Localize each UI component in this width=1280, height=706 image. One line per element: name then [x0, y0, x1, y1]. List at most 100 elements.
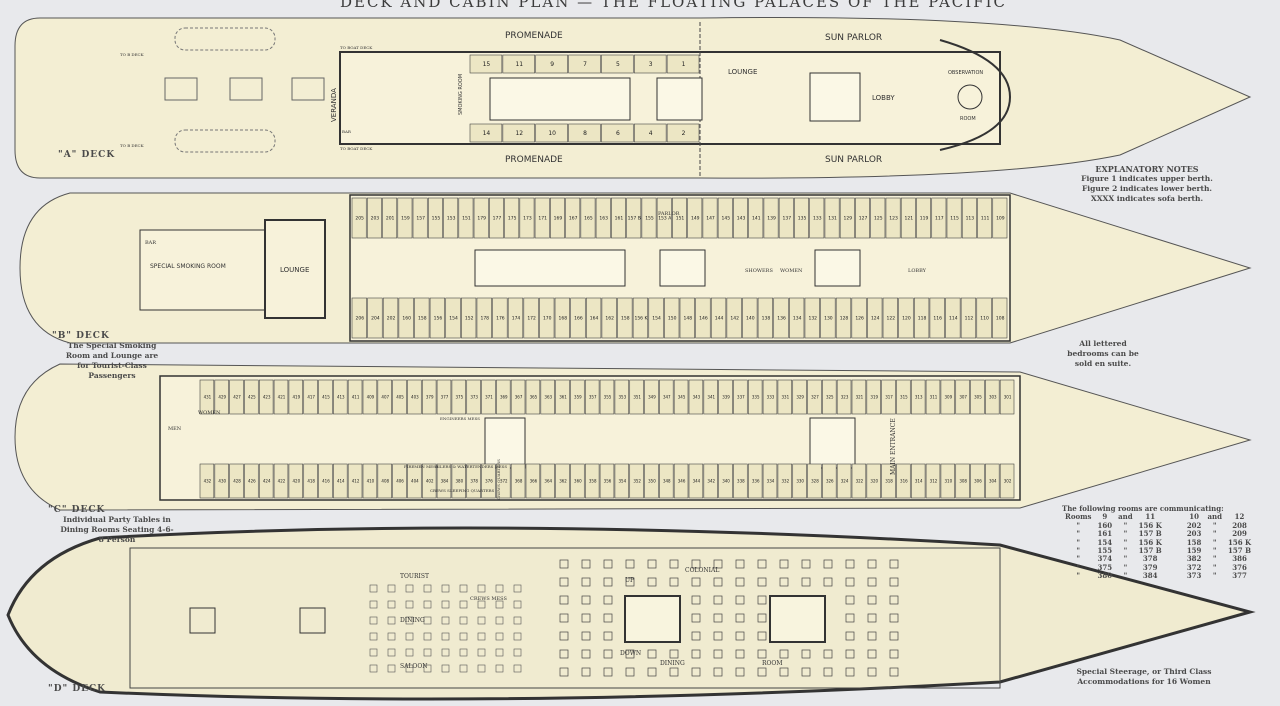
dining-table: [559, 667, 569, 677]
a-deck-caption: "A" DECK: [58, 150, 116, 160]
cabin-number: 158: [418, 316, 427, 322]
communicating-cell: 378: [1142, 554, 1158, 564]
communicating-cell: 377: [1232, 571, 1247, 581]
cabin-number: 322: [856, 478, 864, 483]
communicating-cell: 386: [1232, 554, 1247, 564]
cabin-number: 116: [933, 316, 942, 322]
cabin-number: 328: [811, 478, 819, 483]
cabin: [366, 197, 382, 239]
dining-table: [889, 595, 899, 605]
cabin-number: 131: [828, 216, 837, 222]
dining-table: [441, 600, 450, 609]
communicating-cell: ": [1212, 537, 1217, 547]
cabin-number: 112: [965, 316, 974, 322]
cabin-number: 15: [483, 61, 491, 68]
dining-table: [867, 667, 877, 677]
cabin: [807, 379, 822, 415]
cabin-number: 137: [782, 216, 791, 222]
cabin: [644, 379, 659, 415]
dining-table: [691, 667, 701, 677]
cabin-number: 9: [550, 61, 554, 68]
dining-table: [757, 631, 767, 641]
dining-table: [713, 595, 723, 605]
dining-table: [513, 632, 522, 641]
cabin-number: 316: [900, 478, 908, 483]
dining-table: [757, 649, 767, 659]
cabin-number: 178: [480, 316, 489, 322]
c-crews-quarters: CREWS QUARTERS: [496, 459, 501, 500]
dining-table: [713, 613, 723, 623]
cabin: [940, 463, 956, 499]
cabin: [347, 463, 363, 499]
explanatory-line: Figure 1 indicates upper berth.: [1081, 174, 1213, 183]
dining-table: [369, 584, 378, 593]
cabin-number: 429: [218, 394, 226, 399]
dining-table: [581, 613, 591, 623]
cabin: [913, 297, 930, 339]
cabin-number: 1: [682, 61, 686, 68]
dining-table: [559, 559, 569, 569]
cabin: [382, 197, 398, 239]
dining-table: [477, 632, 486, 641]
cabin-number: 412: [352, 478, 360, 483]
dining-table: [625, 577, 635, 587]
cabin-number: 331: [781, 394, 789, 399]
cabin-number: 142: [730, 316, 739, 322]
cabin-number: 313: [915, 394, 923, 399]
communicating-cell: ": [1076, 571, 1081, 581]
cabin: [555, 379, 570, 415]
dining-table: [779, 667, 789, 677]
dining-table: [647, 667, 657, 677]
cabin: [436, 463, 452, 499]
cabin: [333, 463, 348, 499]
dining-table: [441, 648, 450, 657]
cabin: [961, 197, 977, 239]
cabin: [992, 197, 1008, 239]
cabin: [673, 463, 689, 499]
dining-table: [581, 577, 591, 587]
cabin-number: 362: [559, 478, 567, 483]
cabin-number: 168: [559, 316, 568, 322]
cabin: [535, 54, 568, 74]
b-lounge: LOUNGE: [280, 266, 309, 274]
cabin: [599, 463, 615, 499]
cabin-number: 413: [337, 394, 345, 399]
dining-table: [459, 584, 468, 593]
dining-table: [405, 632, 414, 641]
dining-table: [757, 577, 767, 587]
cabin-number: 135: [798, 216, 807, 222]
cabin-number: 422: [278, 478, 286, 483]
communicating-cell: 156 K: [1138, 537, 1162, 547]
dining-table: [495, 600, 504, 609]
dining-table: [459, 616, 468, 625]
cabin-number: 201: [386, 216, 395, 222]
cabin: [504, 197, 520, 239]
cabin-number: 327: [811, 394, 819, 399]
cabin: [303, 463, 318, 499]
a-observation: OBSERVATION: [948, 70, 983, 76]
communicating-cell: ": [1123, 537, 1128, 547]
cabin: [762, 463, 778, 499]
cabin-number: 110: [980, 316, 989, 322]
dining-table: [867, 595, 877, 605]
c-crews-sleeping: CREWS SLEEPING QUARTERS: [430, 488, 495, 493]
cabin: [362, 379, 378, 415]
cabin-number: 307: [959, 394, 967, 399]
communicating-cell: 157 B: [1138, 529, 1162, 539]
cabin: [916, 197, 932, 239]
dining-table: [735, 667, 745, 677]
communicating-cell: and: [1207, 512, 1222, 522]
cabin-number: 425: [248, 394, 256, 399]
dining-table: [495, 648, 504, 657]
dining-table: [513, 584, 522, 593]
cabin-number: 351: [633, 394, 641, 399]
cabin-number: 156: [434, 316, 443, 322]
dining-table: [477, 648, 486, 657]
cabin-number: 315: [900, 394, 908, 399]
cabin: [568, 123, 601, 143]
cabin: [351, 197, 367, 239]
cabin: [633, 123, 667, 143]
communicating-cell: ": [1123, 554, 1128, 564]
communicating-cell: ": [1212, 562, 1217, 572]
